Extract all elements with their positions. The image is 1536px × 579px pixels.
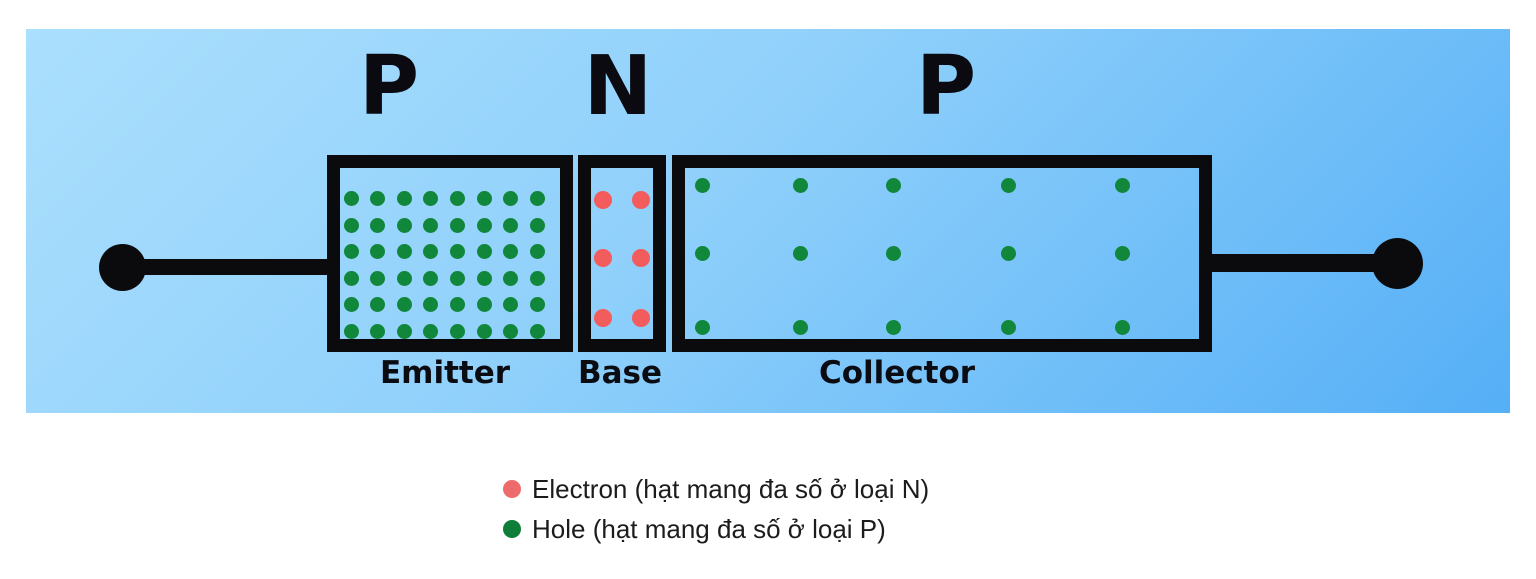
hole-dot	[449, 270, 465, 286]
hole-dot	[343, 270, 359, 286]
hole-dot	[502, 217, 518, 233]
hole-dot	[396, 190, 412, 206]
hole-dot	[1000, 177, 1016, 193]
electron-dot	[594, 309, 612, 327]
electron-legend-dot-icon	[503, 480, 521, 498]
collector-terminal-dot	[1372, 238, 1423, 289]
hole-dot	[502, 190, 518, 206]
hole-dot	[792, 319, 808, 335]
hole-dot	[1000, 319, 1016, 335]
hole-dot	[422, 217, 438, 233]
hole-dot	[529, 243, 545, 259]
hole-dot	[476, 270, 492, 286]
hole-dot	[422, 243, 438, 259]
hole-dot	[885, 245, 901, 261]
emitter-terminal-dot	[99, 244, 146, 291]
hole-dot	[529, 296, 545, 312]
hole-dot	[476, 217, 492, 233]
hole-dot	[502, 323, 518, 339]
hole-dot	[422, 323, 438, 339]
hole-dot	[1114, 177, 1130, 193]
legend-item-hole: Hole (hạt mang đa số ở loại P)	[503, 513, 929, 545]
hole-dot	[369, 217, 385, 233]
hole-dot	[792, 245, 808, 261]
legend-item-label: Electron (hạt mang đa số ở loại N)	[532, 474, 930, 504]
hole-dot	[476, 323, 492, 339]
hole-dot	[476, 190, 492, 206]
electron-dot	[632, 309, 650, 327]
hole-dot	[1114, 319, 1130, 335]
hole-dot	[476, 296, 492, 312]
hole-dot	[502, 243, 518, 259]
hole-dot	[369, 190, 385, 206]
electron-dot	[594, 191, 612, 209]
base-caption: Base	[577, 355, 663, 391]
legend-item-label: Hole (hạt mang đa số ở loại P)	[532, 514, 886, 544]
collector-lead-wire	[1206, 254, 1402, 272]
hole-dot	[396, 323, 412, 339]
legend: Electron (hạt mang đa số ở loại N) Hole …	[503, 473, 929, 545]
hole-dot	[396, 296, 412, 312]
hole-dot	[529, 270, 545, 286]
hole-dot	[476, 243, 492, 259]
collector-caption: Collector	[818, 355, 976, 391]
hole-dot	[369, 296, 385, 312]
hole-dot	[1114, 245, 1130, 261]
hole-dot	[449, 296, 465, 312]
legend-item-electron: Electron (hạt mang đa số ở loại N)	[503, 473, 929, 505]
hole-dot	[694, 245, 710, 261]
emitter-box	[327, 155, 573, 352]
emitter-caption: Emitter	[379, 355, 511, 391]
hole-dot	[369, 243, 385, 259]
hole-legend-dot-icon	[503, 520, 521, 538]
hole-dot	[422, 190, 438, 206]
hole-dot	[343, 217, 359, 233]
hole-dot	[885, 319, 901, 335]
hole-dot	[396, 270, 412, 286]
hole-dot	[343, 296, 359, 312]
hole-dot	[396, 243, 412, 259]
hole-dot	[502, 270, 518, 286]
hole-dot	[449, 243, 465, 259]
electron-dot	[632, 191, 650, 209]
hole-dot	[343, 190, 359, 206]
hole-dot	[529, 323, 545, 339]
hole-dot	[885, 177, 901, 193]
hole-dot	[422, 270, 438, 286]
hole-dot	[369, 323, 385, 339]
hole-dot	[792, 177, 808, 193]
hole-dot	[694, 319, 710, 335]
doping-label-base: N	[583, 39, 653, 134]
hole-dot	[396, 217, 412, 233]
electron-dot	[632, 249, 650, 267]
base-box	[578, 155, 666, 352]
hole-dot	[369, 270, 385, 286]
electron-dot	[594, 249, 612, 267]
hole-dot	[343, 243, 359, 259]
hole-dot	[502, 296, 518, 312]
doping-label-collector: P	[915, 39, 977, 134]
hole-dot	[529, 190, 545, 206]
hole-dot	[343, 323, 359, 339]
hole-dot	[449, 190, 465, 206]
hole-dot	[449, 217, 465, 233]
hole-dot	[694, 177, 710, 193]
collector-box	[672, 155, 1212, 352]
hole-dot	[449, 323, 465, 339]
hole-dot	[1000, 245, 1016, 261]
hole-dot	[422, 296, 438, 312]
emitter-lead-wire	[120, 259, 332, 275]
hole-dot	[529, 217, 545, 233]
doping-label-emitter: P	[358, 39, 420, 134]
